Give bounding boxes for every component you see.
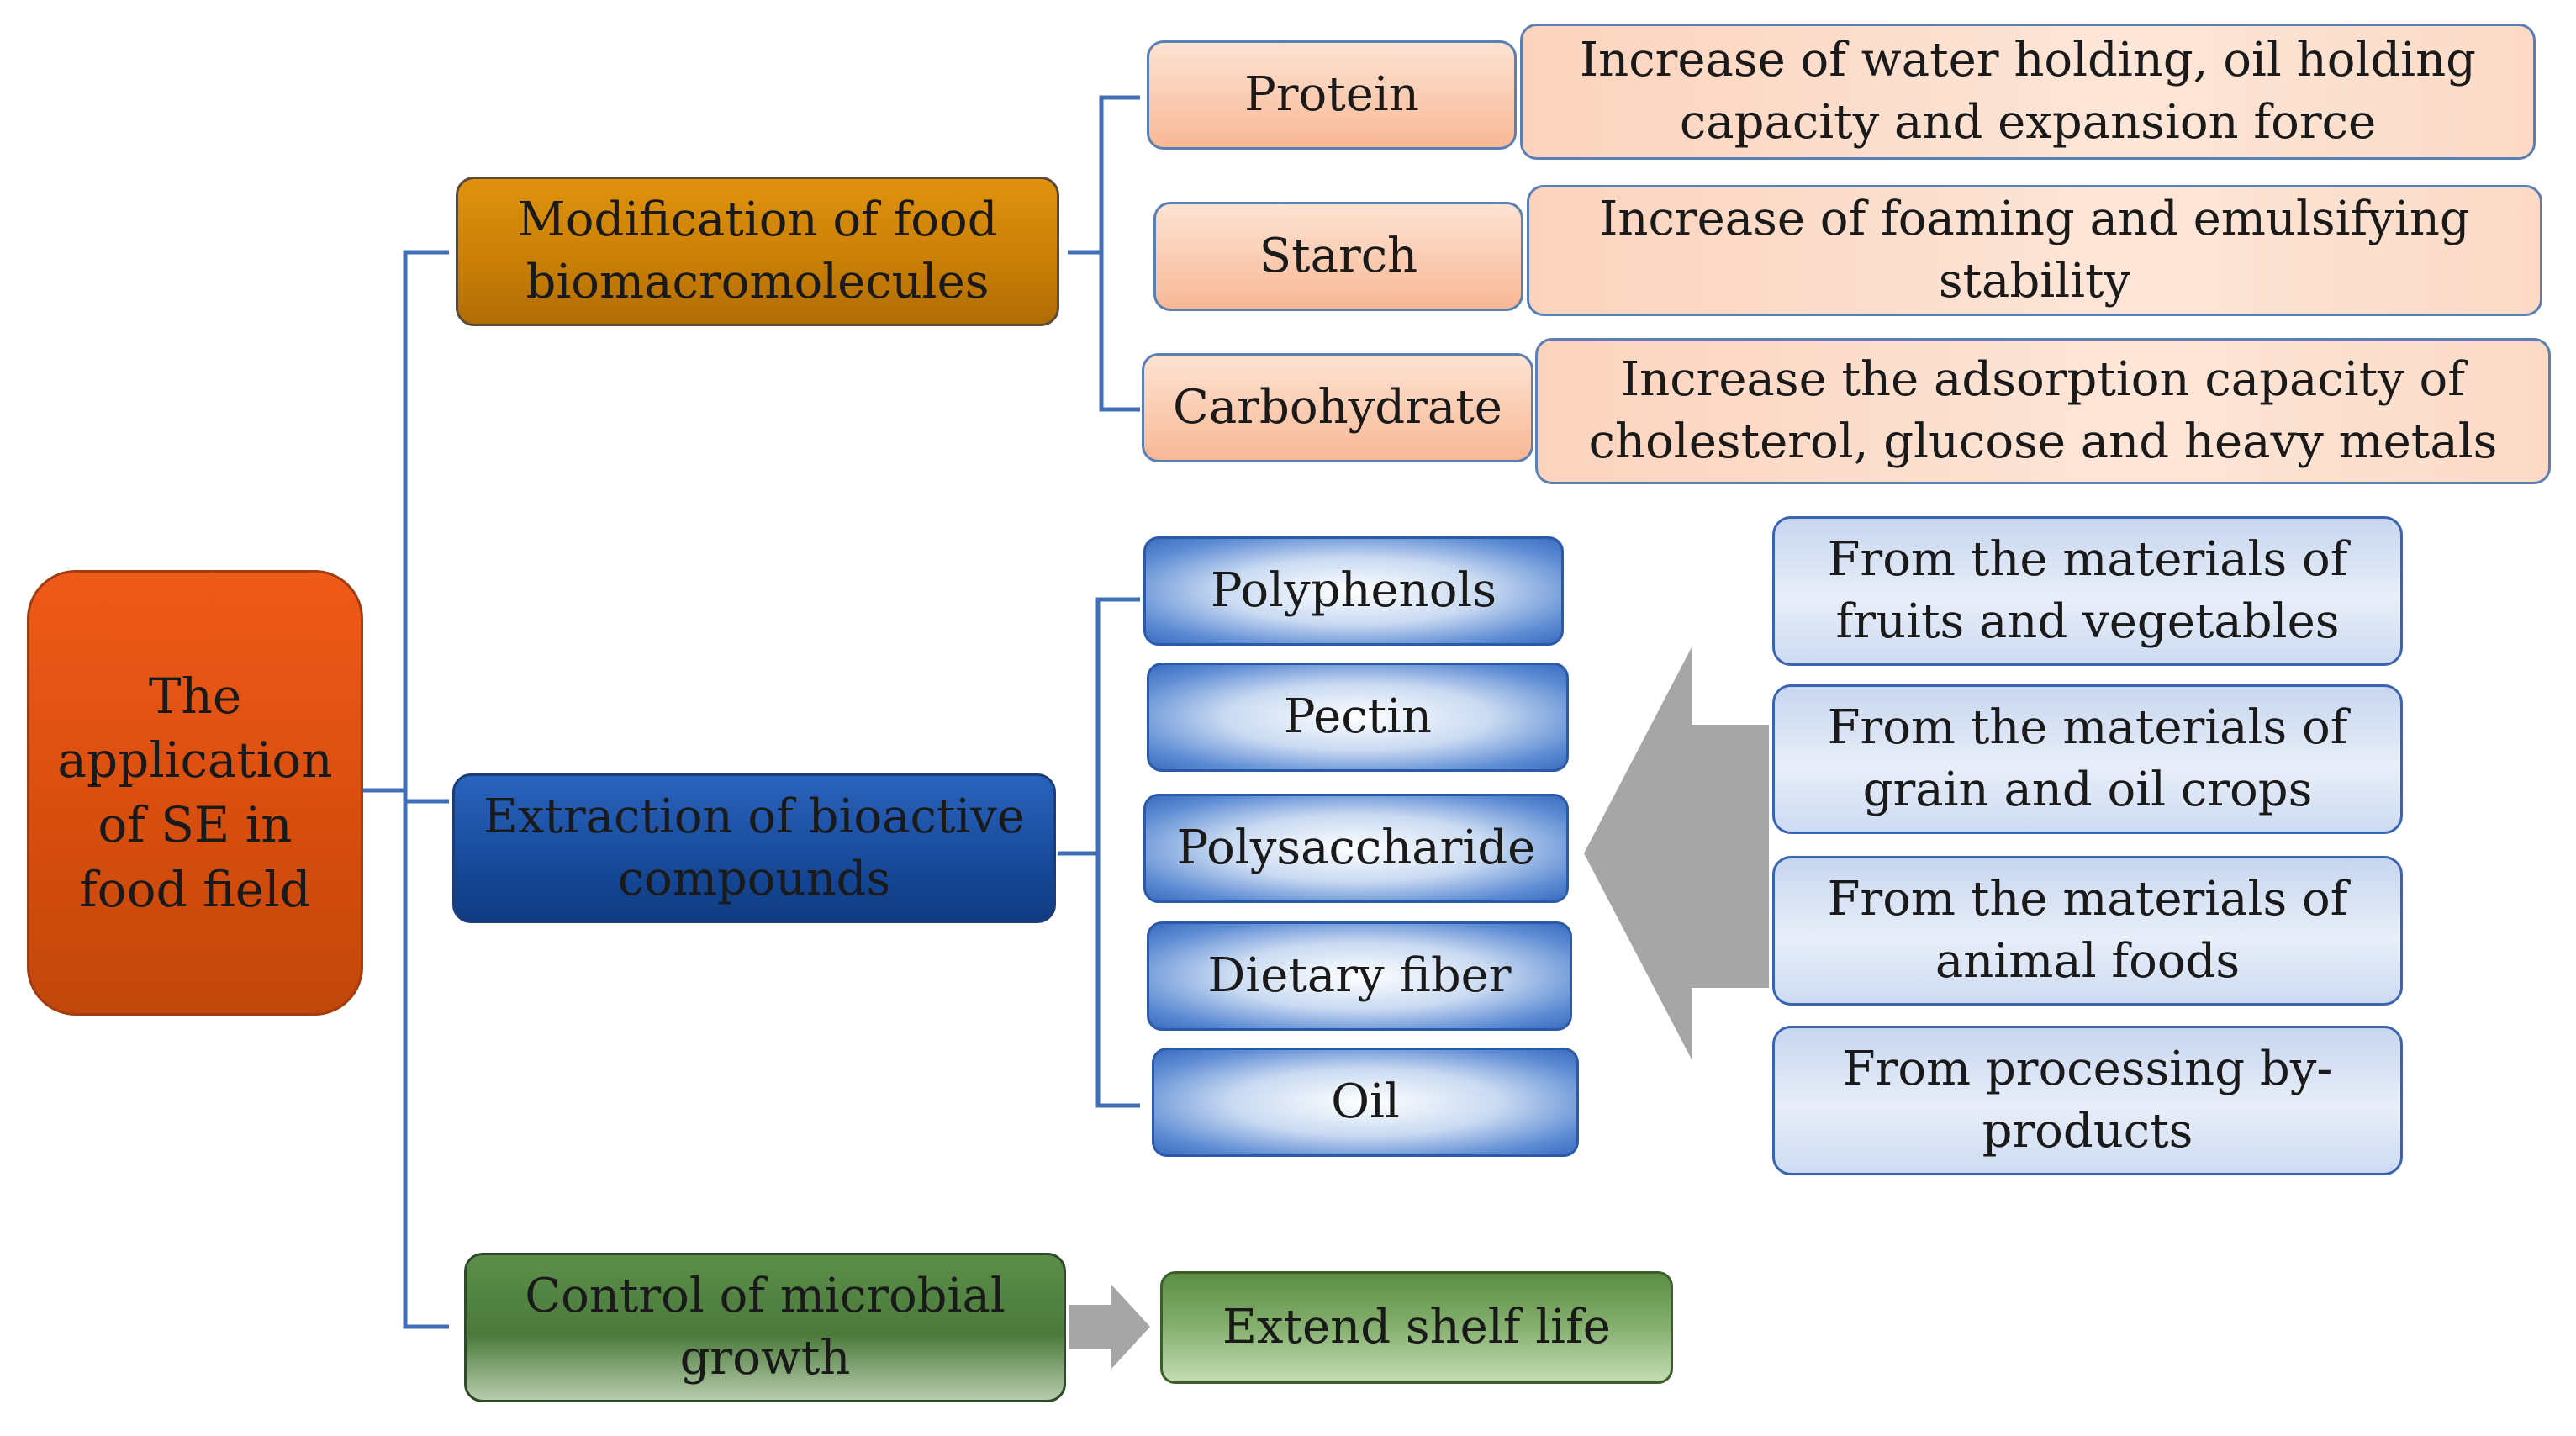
big-left-arrow — [1584, 647, 1769, 1059]
biomacromolecule-label: Protein — [1244, 67, 1419, 123]
modification-bracket — [1068, 95, 1140, 412]
category-modification: Modification of food biomacromolecules — [456, 177, 1059, 326]
effect-starch: Increase of foaming and emulsifying stab… — [1527, 185, 2542, 316]
compound-label: Dietary fiber — [1207, 948, 1512, 1004]
compound-polysaccharide: Polysaccharide — [1143, 794, 1569, 903]
category-microbial-label: Control of microbial growth — [525, 1269, 1006, 1386]
outcome-label: Extend shelf life — [1222, 1300, 1611, 1355]
extraction-bracket — [1058, 597, 1140, 1108]
source-label: From the materials of fruits and vegetab… — [1827, 532, 2348, 649]
effect-label: Increase the adsorption capacity of chol… — [1588, 352, 2498, 469]
compound-label: Polyphenols — [1210, 563, 1497, 619]
outcome-shelf-life: Extend shelf life — [1160, 1271, 1673, 1384]
compound-label: Oil — [1331, 1074, 1400, 1130]
source-label: From processing by-products — [1842, 1042, 2333, 1159]
source-fruits-vegetables: From the materials of fruits and vegetab… — [1772, 516, 2403, 666]
root-node: The application of SE in food field — [27, 570, 363, 1016]
biomacromolecule-label: Carbohydrate — [1173, 380, 1502, 436]
biomacromolecule-label: Starch — [1259, 229, 1418, 284]
root-label: The application of SE in food field — [57, 667, 333, 918]
source-label: From the materials of animal foods — [1827, 872, 2348, 989]
category-extraction: Extraction of bioactive compounds — [452, 773, 1056, 923]
category-microbial: Control of microbial growth — [464, 1253, 1066, 1402]
effect-carbohydrate: Increase the adsorption capacity of chol… — [1535, 338, 2551, 484]
right-arrow — [1069, 1285, 1150, 1369]
category-extraction-label: Extraction of bioactive compounds — [483, 789, 1026, 906]
source-processing-byproducts: From processing by-products — [1772, 1026, 2403, 1175]
source-animal-foods: From the materials of animal foods — [1772, 856, 2403, 1006]
source-grain-oil-crops: From the materials of grain and oil crop… — [1772, 684, 2403, 834]
category-modification-label: Modification of food biomacromolecules — [517, 193, 998, 309]
compound-label: Polysaccharide — [1176, 821, 1536, 876]
root-bracket — [363, 250, 449, 1329]
source-label: From the materials of grain and oil crop… — [1827, 700, 2348, 817]
compound-pectin: Pectin — [1147, 663, 1569, 772]
effect-protein: Increase of water holding, oil holding c… — [1520, 24, 2536, 160]
effect-label: Increase of water holding, oil holding c… — [1580, 33, 2476, 150]
compound-polyphenols: Polyphenols — [1143, 536, 1564, 646]
compound-dietary-fiber: Dietary fiber — [1147, 921, 1572, 1031]
compound-oil: Oil — [1152, 1048, 1579, 1157]
biomacromolecule-carbohydrate: Carbohydrate — [1142, 353, 1533, 462]
effect-label: Increase of foaming and emulsifying stab… — [1599, 192, 2470, 309]
biomacromolecule-starch: Starch — [1153, 202, 1523, 311]
biomacromolecule-protein: Protein — [1147, 40, 1517, 150]
compound-label: Pectin — [1283, 689, 1433, 745]
